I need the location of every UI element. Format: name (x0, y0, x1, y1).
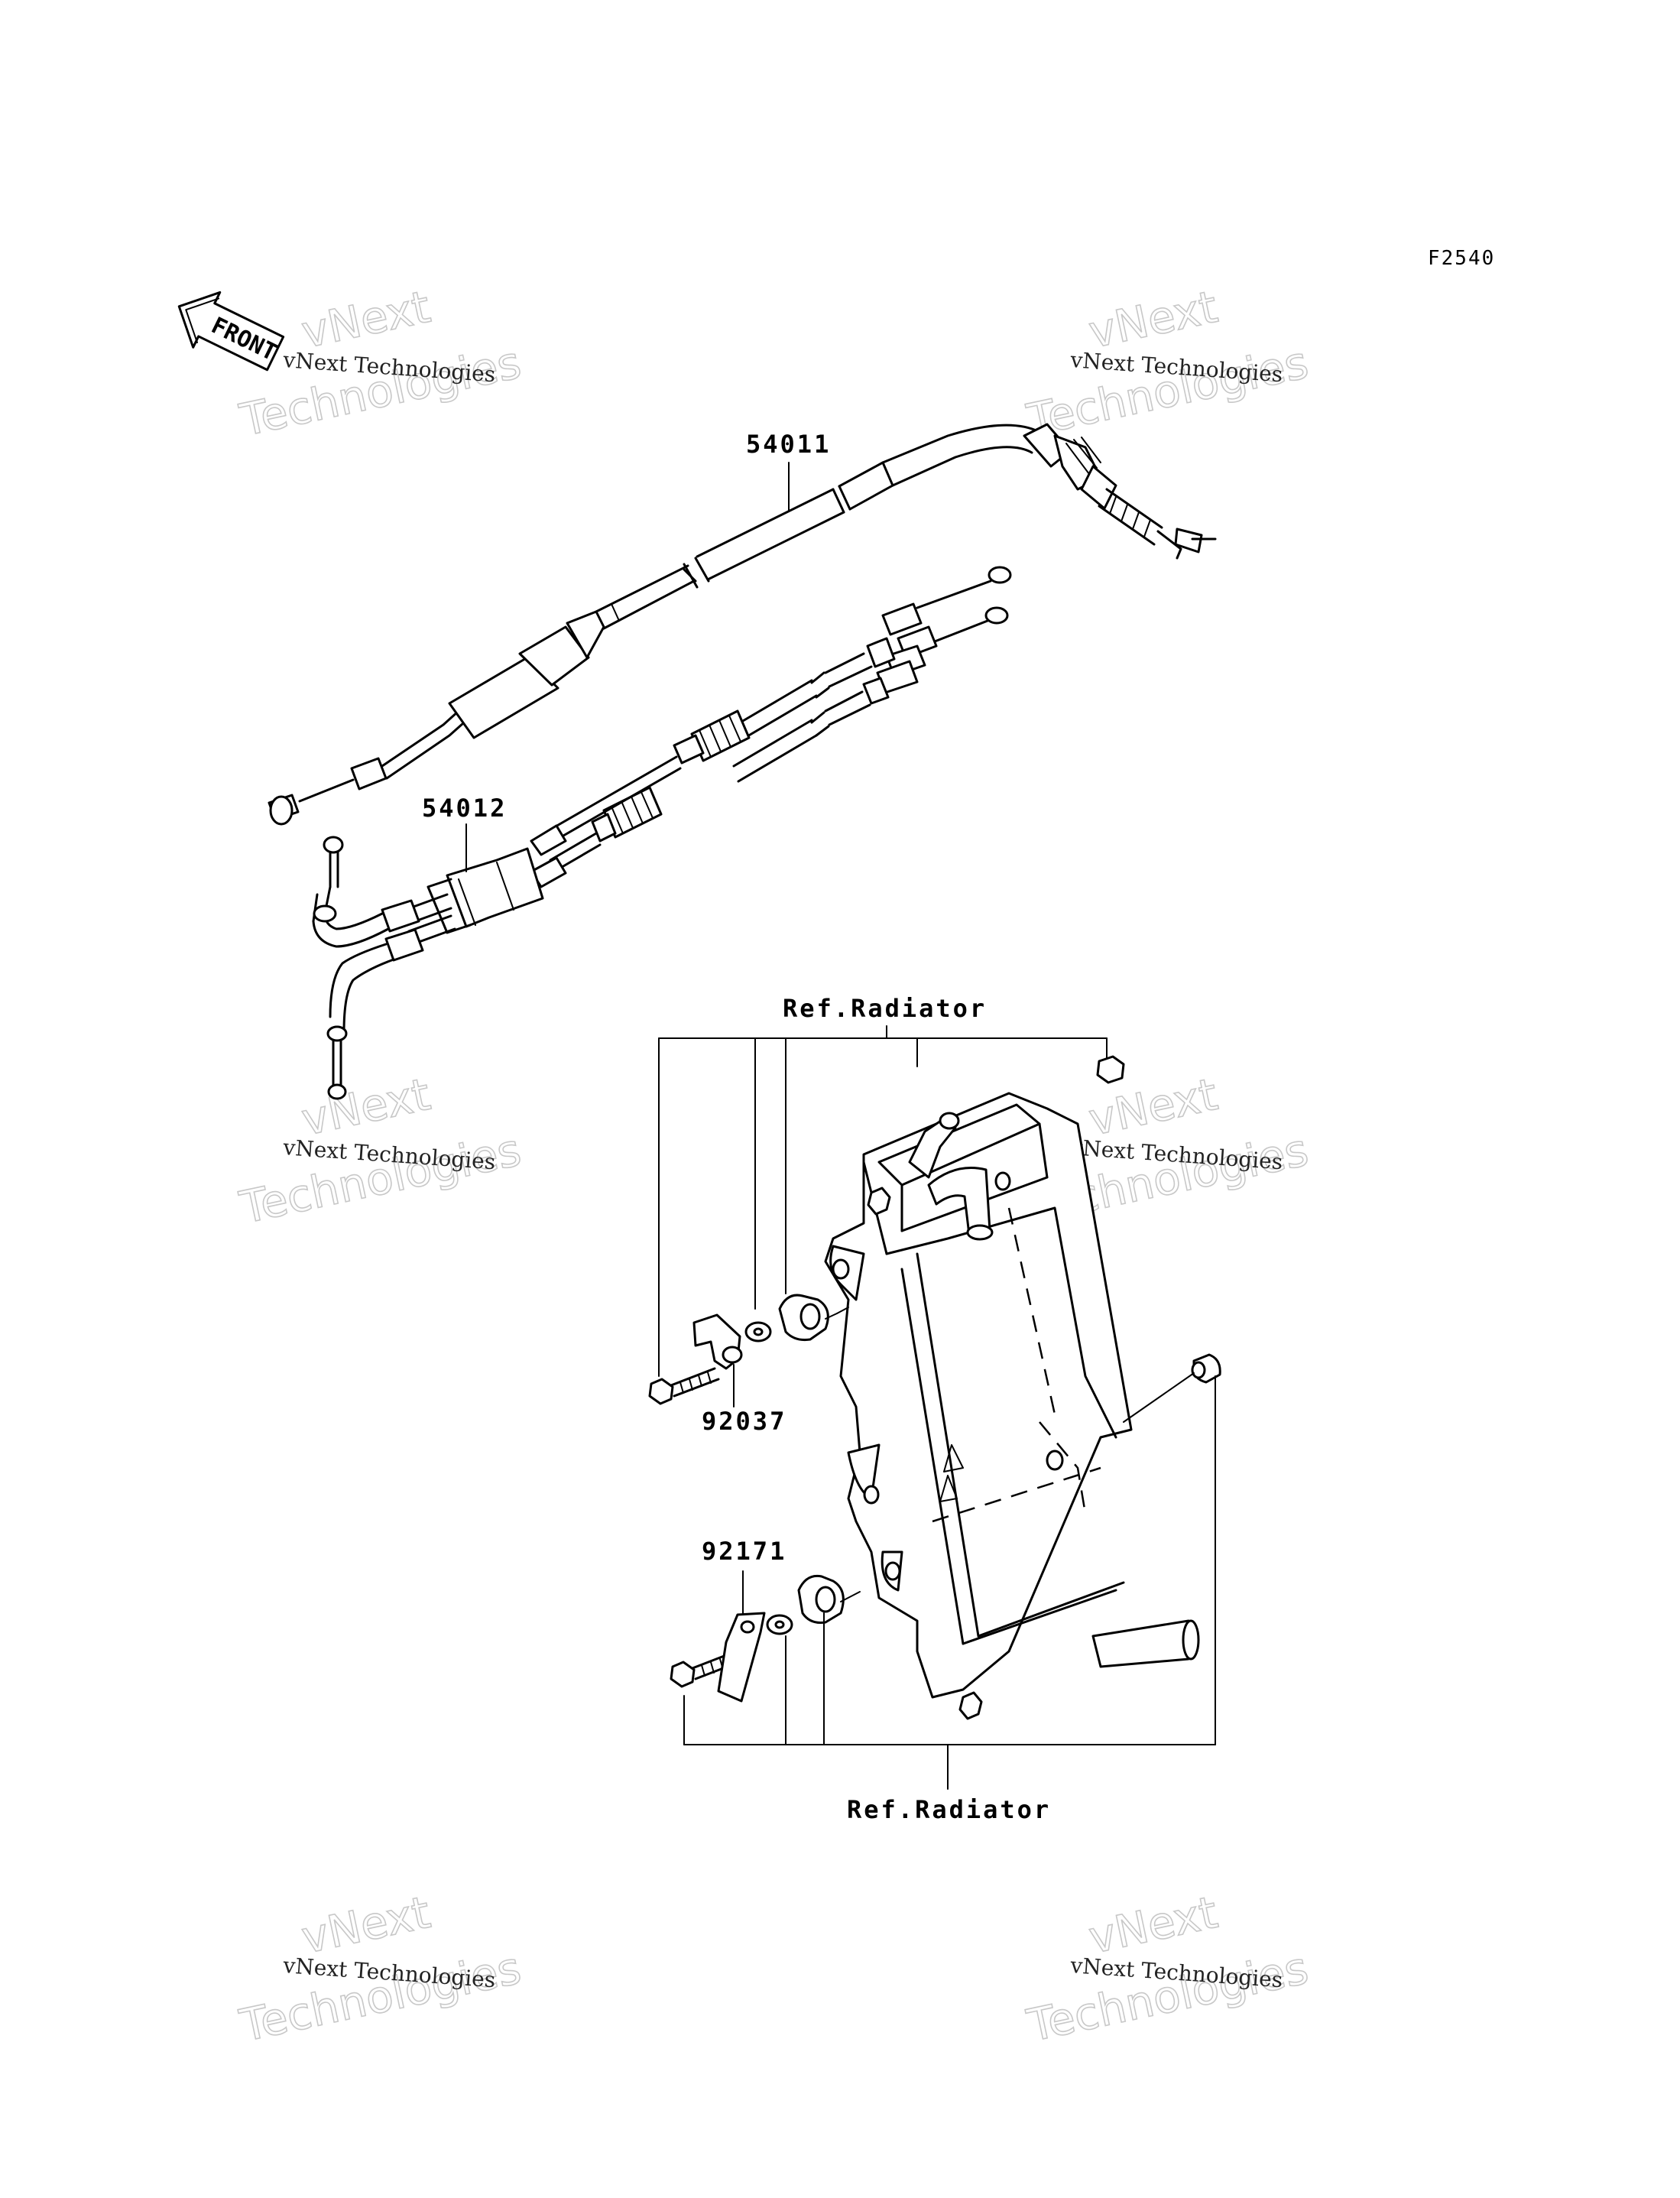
svg-text:vNext: vNext (1085, 281, 1222, 359)
label-54012: 54012 (422, 794, 507, 823)
svg-text:vNext: vNext (297, 1886, 435, 1964)
right-pins (1096, 1055, 1221, 1423)
ref-radiator-top: Ref.Radiator (783, 994, 987, 1023)
label-92171: 92171 (702, 1537, 786, 1566)
throttle-cable-54011 (268, 423, 1217, 826)
radiator (824, 1092, 1200, 1720)
svg-text:Technologies: Technologies (1023, 336, 1313, 446)
watermark-mid-left: vNext Technologies vNext Technologies (235, 1067, 526, 1235)
lower-mount-hardware (670, 1574, 861, 1703)
front-arrow-icon: FRONT (177, 291, 285, 372)
svg-text:vNext: vNext (1085, 1886, 1222, 1964)
svg-text:Technologies: Technologies (235, 1124, 526, 1234)
ref-radiator-bottom: Ref.Radiator (847, 1795, 1051, 1824)
upper-mount-hardware (648, 1294, 849, 1405)
svg-text:Technologies: Technologies (1023, 1942, 1313, 2052)
watermark-top-right: vNext Technologies vNext Technologies (1022, 280, 1313, 447)
svg-text:Technologies: Technologies (235, 1942, 526, 2052)
ref-bracket-bottom (683, 1375, 1216, 1790)
ref-bracket-top (658, 1025, 1108, 1377)
svg-text:Technologies: Technologies (235, 336, 526, 446)
label-54011: 54011 (746, 430, 831, 459)
watermark-bottom-left: vNext Technologies vNext Technologies (235, 1885, 526, 2053)
svg-text:vNext: vNext (297, 281, 435, 359)
watermark-bottom-right: vNext Technologies vNext Technologies (1022, 1885, 1313, 2053)
choke-cable-54012 (312, 566, 1012, 1100)
svg-text:vNext: vNext (297, 1068, 435, 1146)
watermark-top-left: vNext Technologies vNext Technologies (235, 280, 526, 447)
figure-code: F2540 (1428, 247, 1495, 270)
label-92037: 92037 (702, 1407, 786, 1436)
